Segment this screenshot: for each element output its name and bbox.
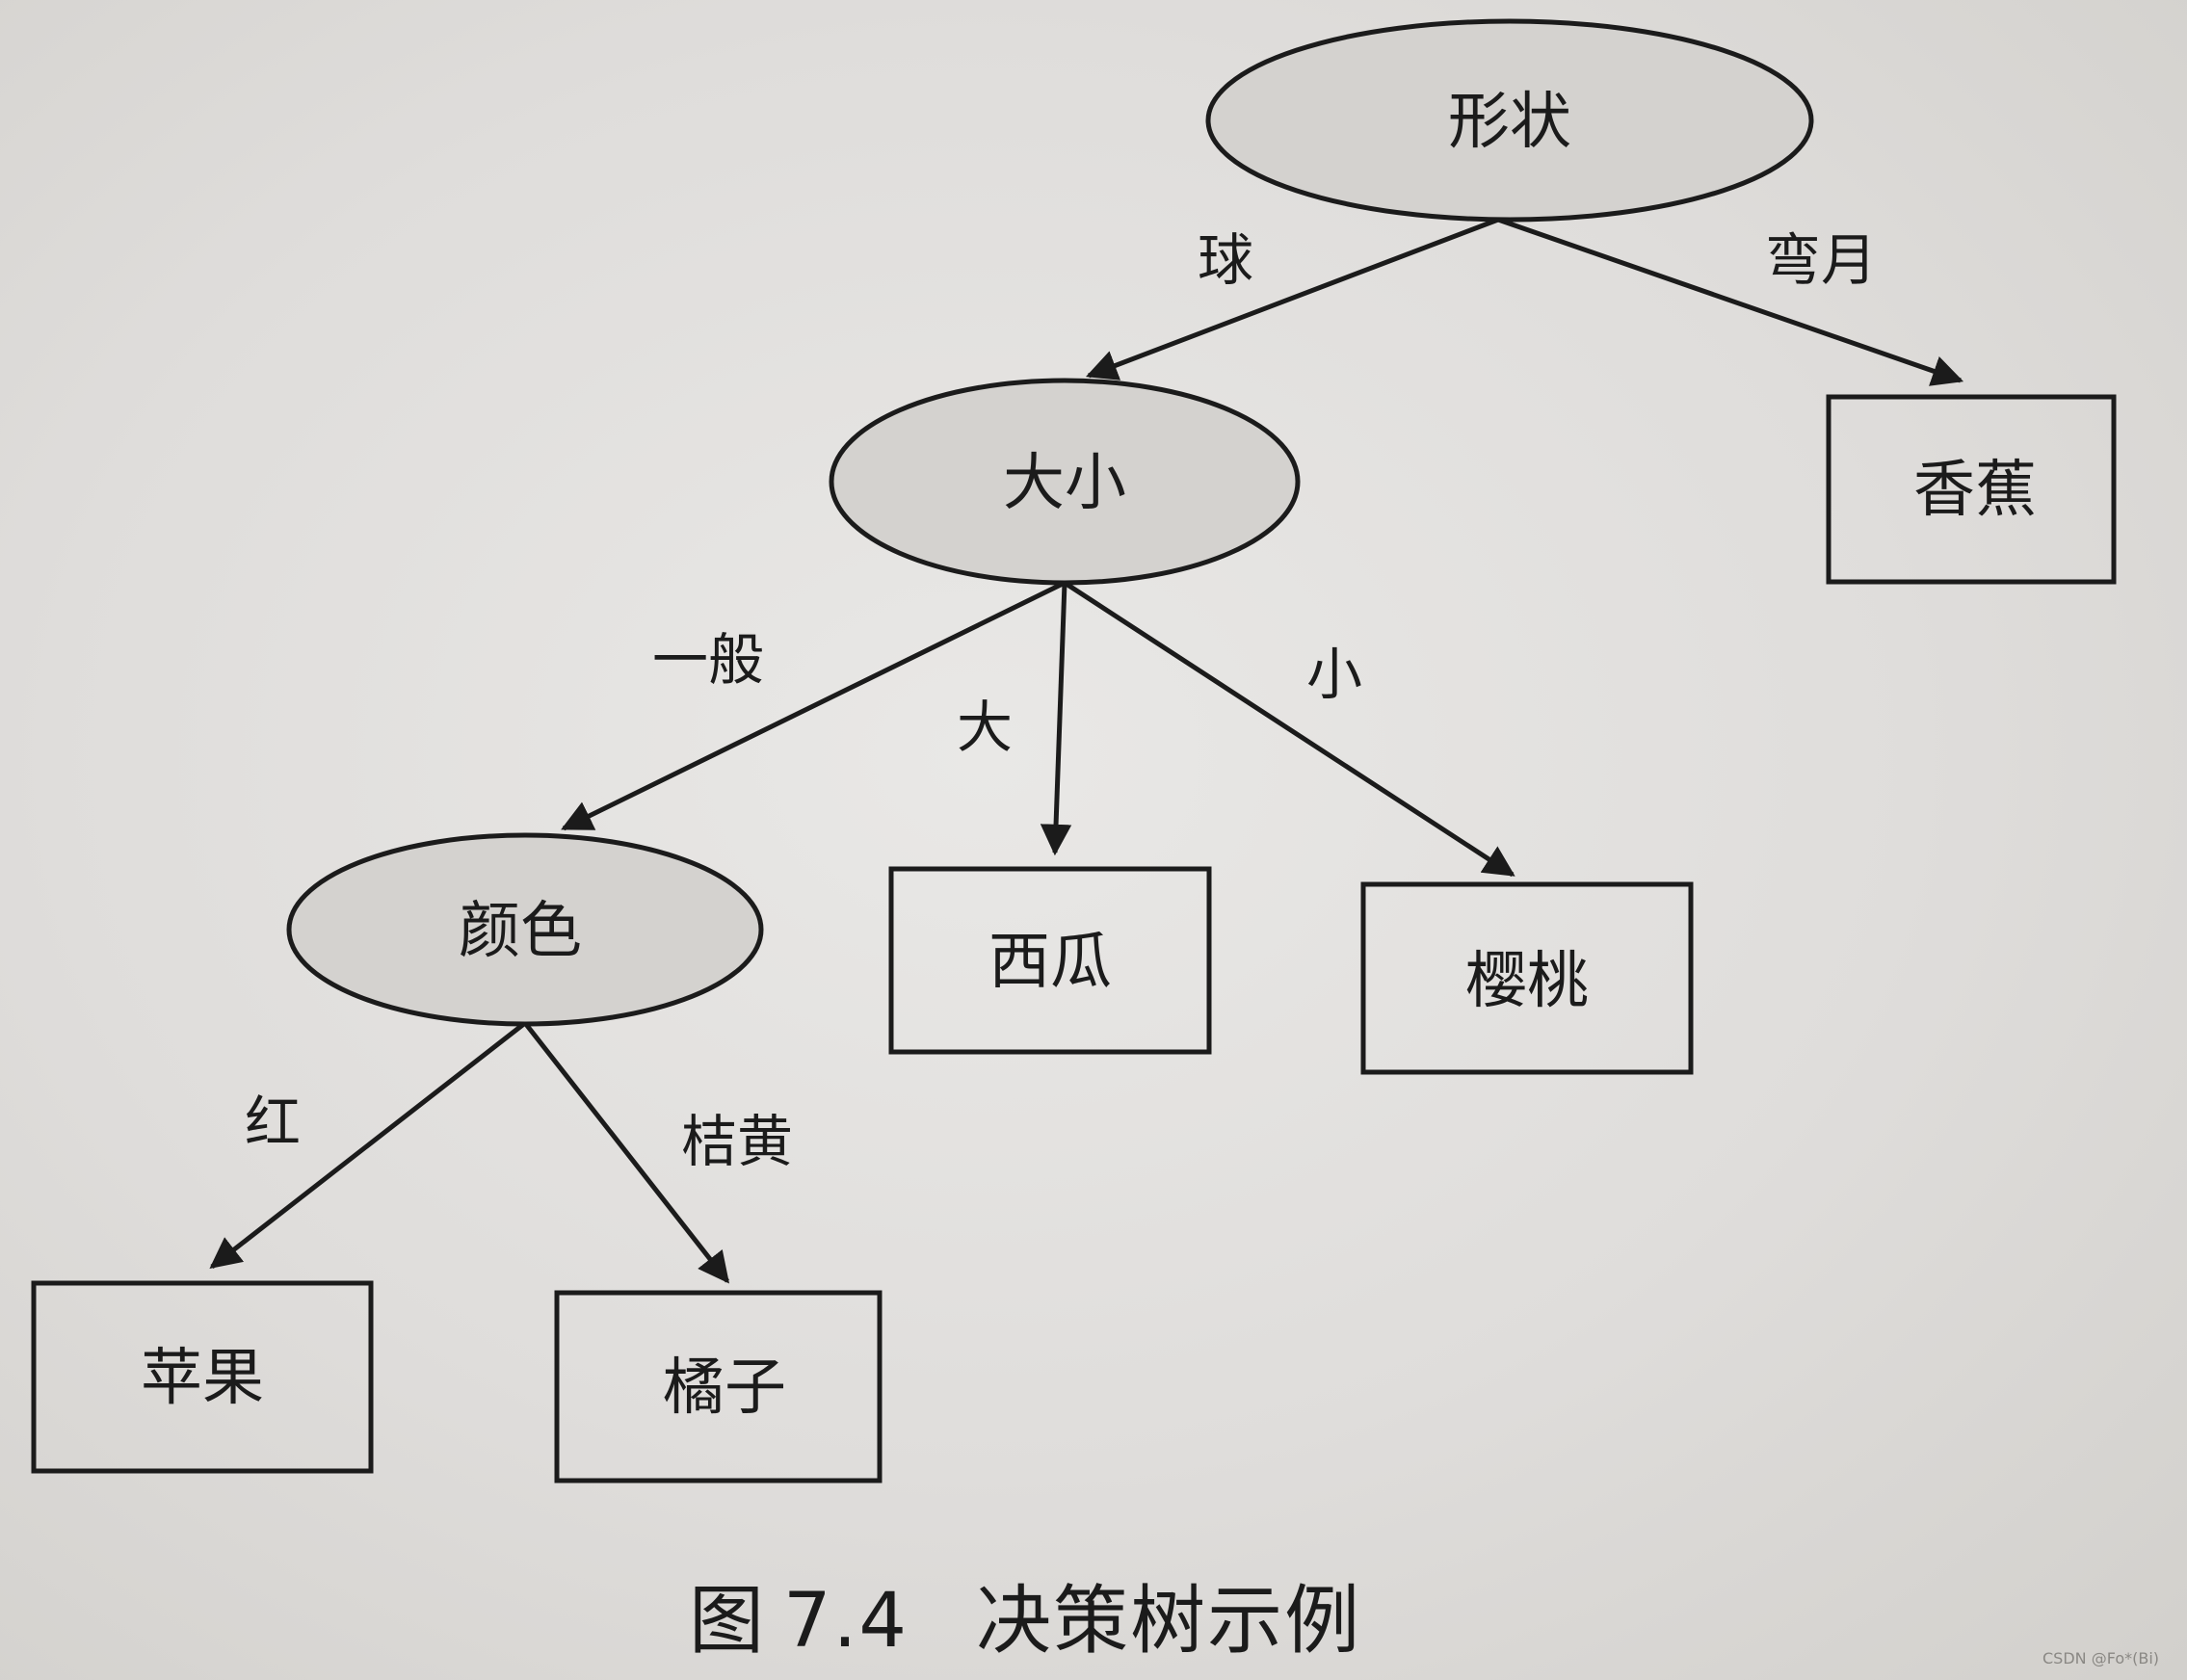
leaf-banana-box — [1826, 394, 2117, 585]
leaf-cherry-label: 樱桃 — [1465, 946, 1589, 1017]
edge-label-red: 红 — [245, 1089, 301, 1155]
leaf-apple-label: 苹果 — [141, 1343, 264, 1414]
edge-label-ball: 球 — [1198, 227, 1253, 293]
caption-number: 7.4 — [783, 1578, 909, 1665]
edge-shape-to-banana — [1497, 217, 1964, 386]
edge-size-to-cherry — [1063, 580, 1515, 878]
node-shape-label: 形状 — [1448, 87, 1571, 158]
edge-size-to-color — [561, 580, 1067, 831]
leaf-apple-box — [31, 1280, 374, 1474]
leaf-watermelon-label: 西瓜 — [988, 927, 1112, 998]
node-color-label: 颜色 — [459, 896, 582, 967]
edge-label-medium: 一般 — [652, 627, 764, 693]
edge-label-big: 大 — [957, 695, 1013, 760]
edge-label-small: 小 — [1306, 642, 1362, 707]
leaf-orange-label: 橘子 — [663, 1352, 786, 1424]
edge-shape-to-size — [1085, 217, 1499, 381]
caption-title: 决策树示例 — [976, 1578, 1362, 1665]
edge-color-to-apple — [209, 1021, 527, 1269]
node-size-ellipse — [829, 378, 1301, 586]
watermark: CSDN @Fo*(Bi) — [2042, 1649, 2160, 1667]
node-color-ellipse — [286, 832, 764, 1027]
caption-prefix: 图 — [689, 1578, 767, 1665]
edge-size-to-watermelon — [1040, 582, 1072, 856]
edge-label-crescent: 弯月 — [1765, 227, 1877, 293]
leaf-watermelon-box — [888, 866, 1212, 1055]
leaf-cherry-box — [1360, 881, 1694, 1075]
node-shape-ellipse — [1205, 18, 1814, 223]
edge-color-to-orange — [523, 1021, 730, 1284]
node-size-label: 大小 — [1003, 448, 1126, 519]
leaf-banana-label: 香蕉 — [1913, 455, 2037, 526]
leaf-orange-box — [554, 1290, 883, 1483]
edge-label-orange-yellow: 桔黄 — [681, 1109, 793, 1174]
